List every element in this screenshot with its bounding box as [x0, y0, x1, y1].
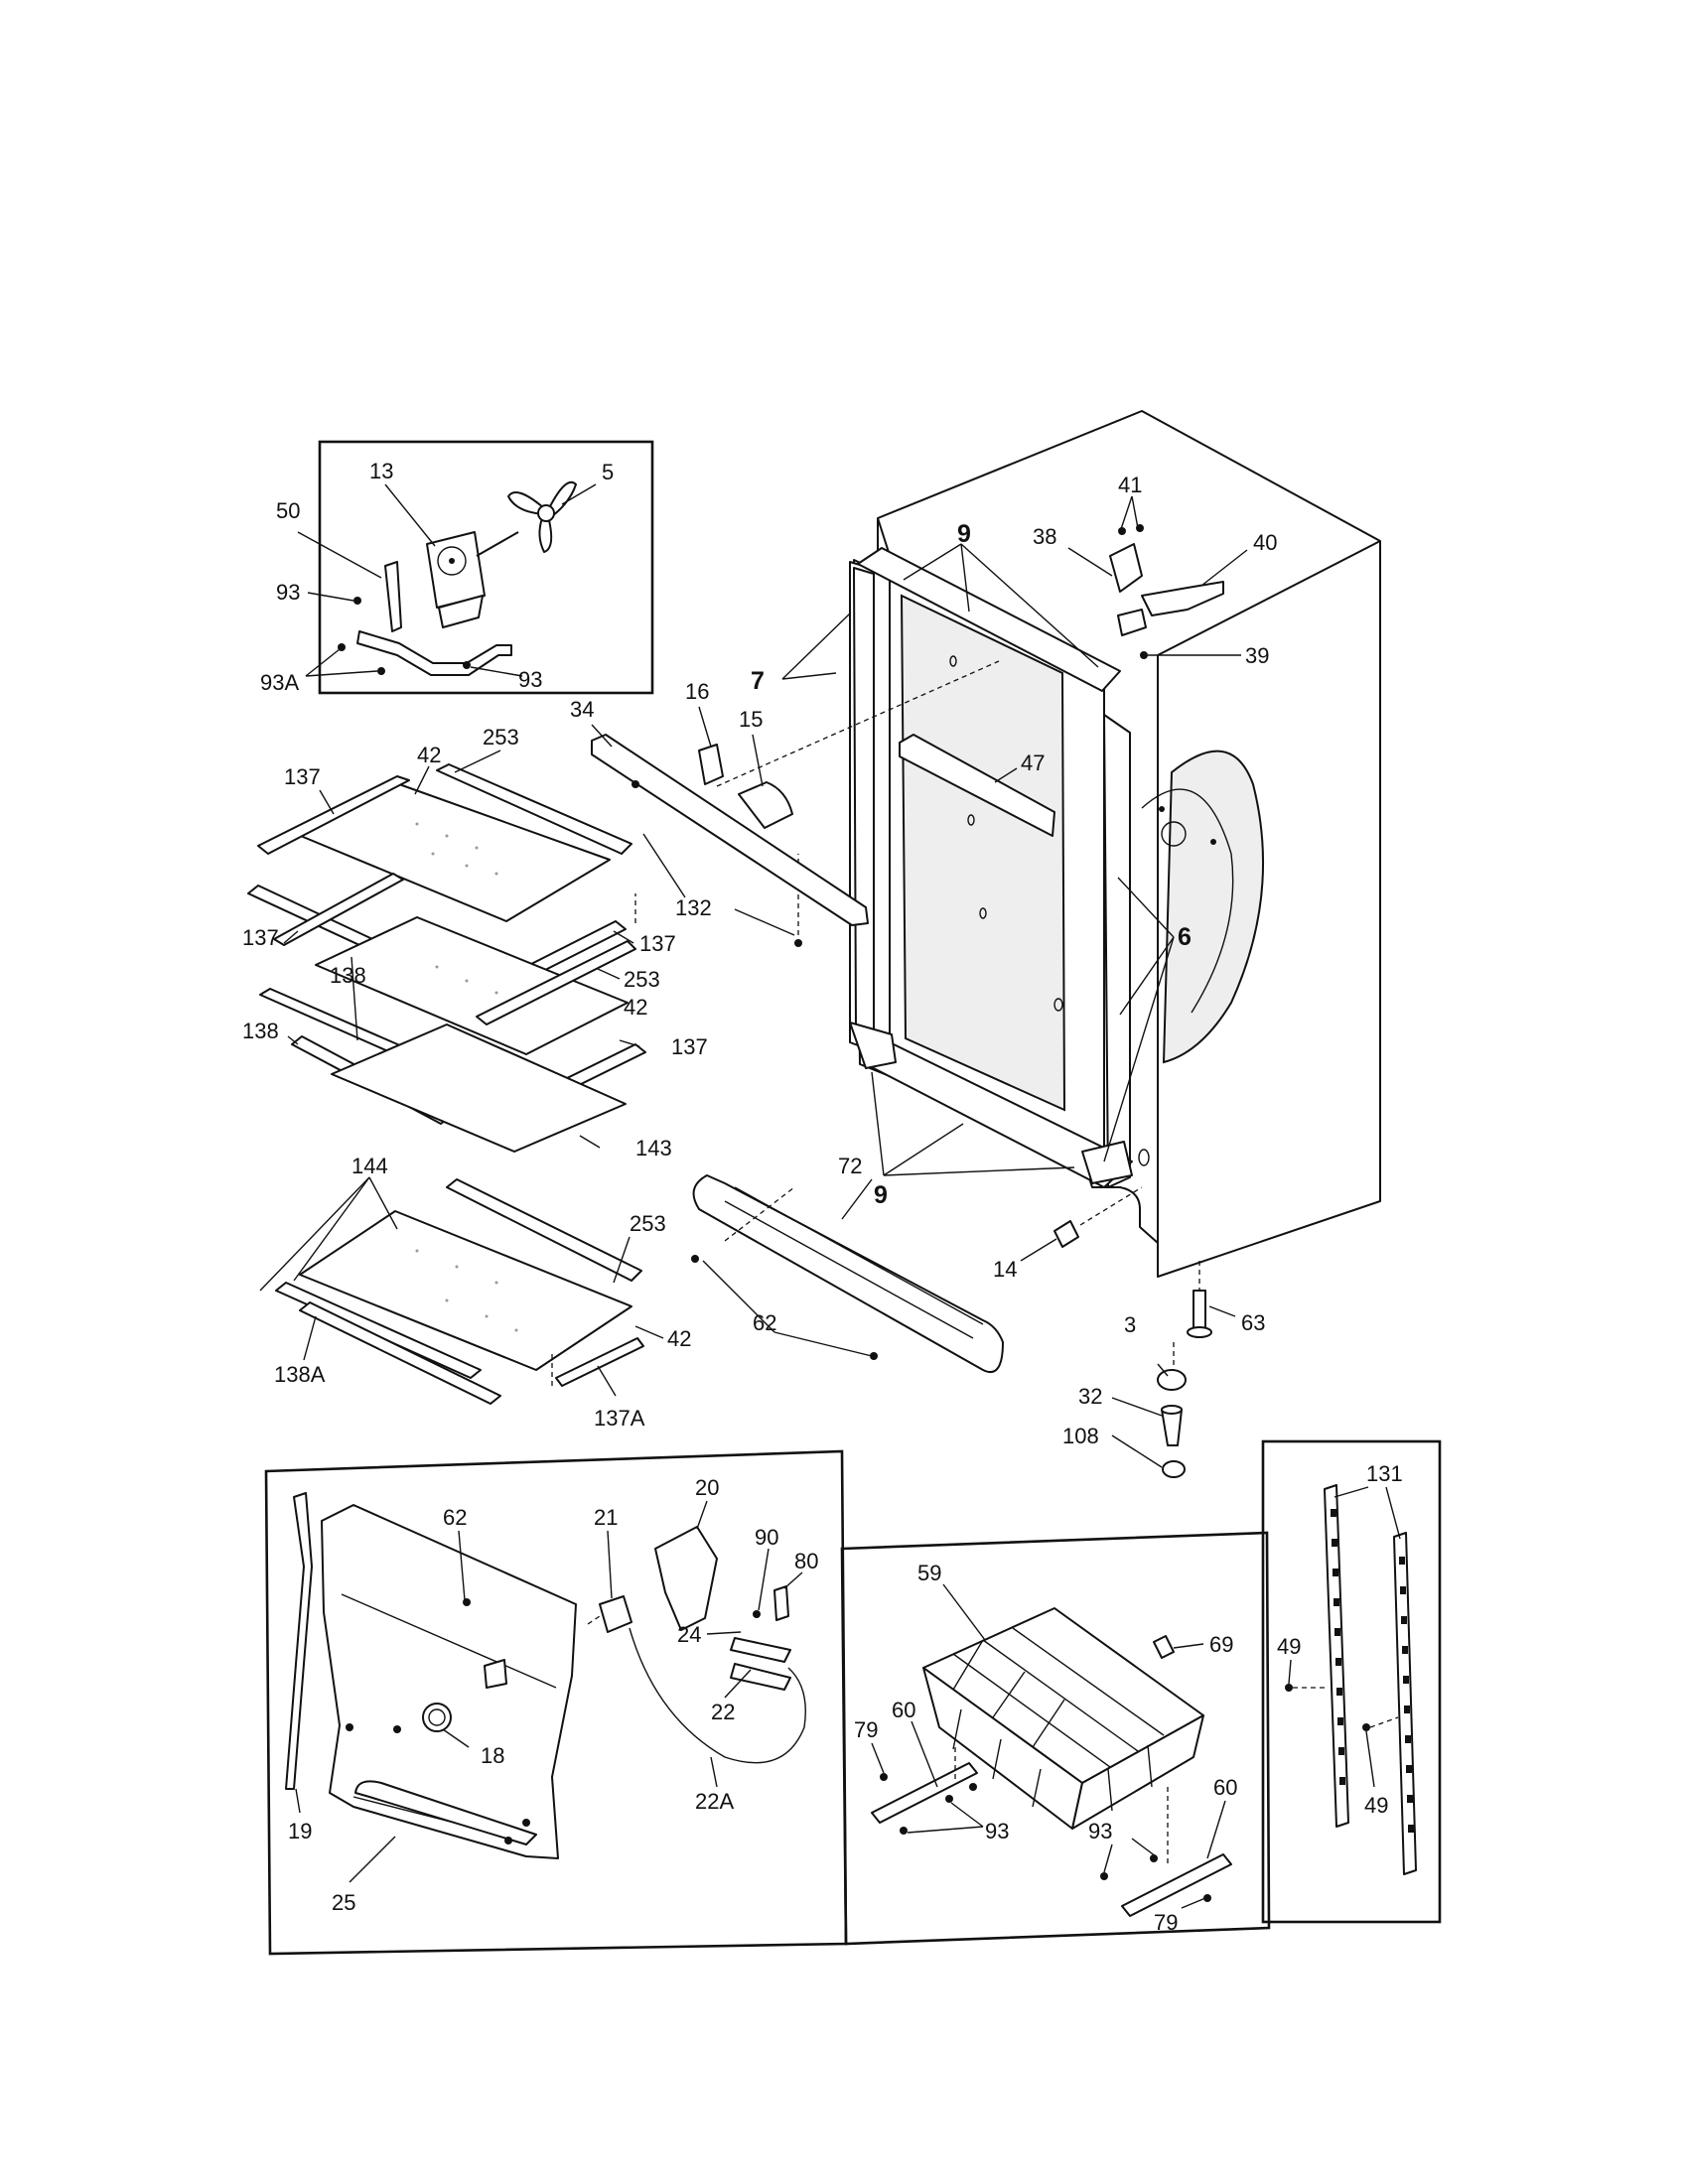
label-3: 3	[1124, 1312, 1136, 1337]
label-93: 93	[276, 580, 300, 605]
label-80: 80	[794, 1549, 818, 1573]
label-131: 131	[1366, 1461, 1403, 1486]
label-138A: 138A	[274, 1362, 326, 1387]
label-253: 253	[483, 725, 519, 750]
label-137A: 137A	[594, 1406, 645, 1431]
label-49: 49	[1364, 1793, 1388, 1818]
label-79: 79	[1154, 1910, 1178, 1935]
label-253: 253	[630, 1211, 666, 1236]
basket-inset	[840, 1531, 1271, 1946]
label-137: 137	[284, 764, 321, 789]
label-62: 62	[443, 1505, 467, 1530]
label-137: 137	[671, 1034, 708, 1059]
label-18: 18	[481, 1743, 504, 1768]
label-60: 60	[892, 1698, 915, 1722]
label-25: 25	[332, 1890, 355, 1915]
label-90: 90	[755, 1525, 778, 1550]
label-50: 50	[276, 498, 300, 523]
label-34: 34	[570, 697, 594, 722]
cabinet-assembly	[634, 410, 1381, 1478]
label-38: 38	[1033, 524, 1056, 549]
label-132: 132	[675, 895, 712, 920]
label-138: 138	[330, 963, 366, 988]
label-24: 24	[677, 1622, 701, 1647]
label-19: 19	[288, 1819, 312, 1843]
diffuser-inset	[264, 1449, 848, 1956]
label-93: 93	[985, 1819, 1009, 1843]
label-108: 108	[1062, 1424, 1099, 1448]
shelf-stack	[247, 750, 664, 1405]
label-93: 93	[518, 667, 542, 692]
label-22: 22	[711, 1700, 735, 1724]
label-60: 60	[1213, 1775, 1237, 1800]
label-42: 42	[417, 743, 441, 767]
label-6: 6	[1178, 923, 1192, 951]
label-138: 138	[242, 1019, 279, 1043]
label-14: 14	[993, 1257, 1017, 1282]
label-13: 13	[369, 459, 393, 483]
label-15: 15	[739, 707, 763, 732]
label-62: 62	[753, 1310, 776, 1335]
label-40: 40	[1253, 530, 1277, 555]
label-39: 39	[1245, 643, 1269, 668]
label-253: 253	[624, 967, 660, 992]
label-47: 47	[1021, 751, 1045, 775]
shelf-standard-inset	[1261, 1439, 1442, 1924]
label-21: 21	[594, 1505, 618, 1530]
label-7: 7	[751, 667, 765, 695]
label-93A: 93A	[260, 670, 299, 695]
drain-trough-assembly	[591, 706, 869, 947]
label-93: 93	[1088, 1819, 1112, 1843]
label-9: 9	[957, 520, 971, 548]
label-79: 79	[854, 1717, 878, 1742]
label-49: 49	[1277, 1634, 1301, 1659]
label-32: 32	[1078, 1384, 1102, 1409]
label-20: 20	[695, 1475, 719, 1500]
fan-motor-inset	[297, 440, 654, 695]
label-137: 137	[639, 931, 676, 956]
label-137: 137	[242, 925, 279, 950]
label-69: 69	[1209, 1632, 1233, 1657]
label-143: 143	[635, 1136, 672, 1160]
label-72: 72	[838, 1154, 862, 1178]
label-9: 9	[874, 1181, 888, 1209]
label-144: 144	[351, 1154, 388, 1178]
label-42: 42	[667, 1326, 691, 1351]
label-5: 5	[602, 460, 614, 484]
label-63: 63	[1241, 1310, 1265, 1335]
label-59: 59	[917, 1561, 941, 1585]
label-42: 42	[624, 995, 647, 1020]
label-41: 41	[1118, 473, 1142, 497]
label-16: 16	[685, 679, 709, 704]
label-22A: 22A	[695, 1789, 734, 1814]
